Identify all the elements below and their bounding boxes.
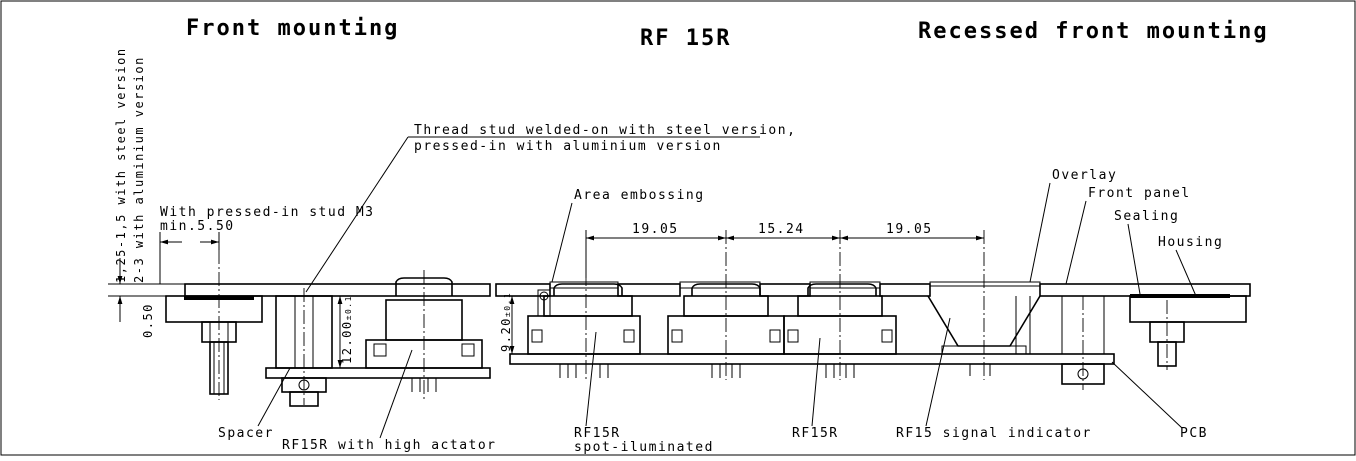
right-dimensions: 19.05 15.24 19.05 9.20±0.1 [499, 222, 984, 354]
callout-overlay: Overlay [1052, 168, 1117, 183]
callout-area-embossing: Area embossing [574, 188, 705, 203]
svg-text:9.20±0.1: 9.20±0.1 [499, 292, 513, 352]
overlay-window [929, 281, 1041, 287]
recessed-mounting-assembly [495, 230, 1251, 390]
dim-height-left: 12.00 [340, 320, 354, 364]
callout-signal-indicator: RF15 signal indicator [896, 426, 1092, 441]
dim-stud-min: min.5.50 [160, 219, 235, 234]
callout-spacer: Spacer [218, 426, 274, 441]
callout-rf15r-spot-line2: spot-iluminated [574, 440, 714, 455]
callout-rf15r-spot-line1: RF15R [574, 426, 621, 441]
note-aluminium-version: 2-3 with aluminium version [132, 56, 146, 283]
callout-pcb: PCB [1180, 426, 1208, 441]
note-steel-version: 1,25-1,5 with steel version [114, 47, 128, 283]
callout-pressed-stud: With pressed-in stud M3 [160, 205, 375, 220]
pcb-right [509, 353, 1115, 365]
sealing-right [1130, 294, 1230, 298]
dim-pitch-2: 15.24 [758, 222, 805, 237]
front-panel-left [184, 283, 491, 297]
dim-height-right: 9.20 [499, 317, 513, 352]
top-callouts: Area embossing Overlay Front panel Seali… [551, 168, 1223, 297]
bottom-callouts: Spacer RF15R with high actator RF15R spo… [218, 317, 1208, 455]
title-front-mounting: Front mounting [186, 16, 399, 41]
title-rf15r: RF 15R [640, 26, 731, 51]
callout-rf15r-high: RF15R with high actator [282, 438, 497, 453]
dim-pitch-1: 19.05 [632, 222, 679, 237]
dim-height-left-tol: ±0.1 [344, 295, 353, 320]
rf15r-spot-body [543, 295, 633, 317]
dim-thickness: 0.50 [141, 303, 155, 338]
callout-thread-stud-line2: pressed-in with aluminium version [414, 139, 722, 154]
thread-stud-callout: Thread stud welded-on with steel version… [305, 123, 796, 293]
callout-housing: Housing [1158, 235, 1223, 250]
callout-rf15r: RF15R [792, 426, 839, 441]
front-mounting-assembly [165, 250, 491, 407]
callout-sealing: Sealing [1114, 209, 1179, 224]
pcb-left [265, 367, 491, 379]
title-recessed-front-mounting: Recessed front mounting [918, 19, 1269, 44]
dim-pitch-3: 19.05 [886, 222, 933, 237]
embossing-1 [549, 281, 619, 289]
dim-height-right-tol: ±0.1 [503, 292, 512, 317]
left-dimensions: 0.50 With pressed-in stud M3 min.5.50 12… [108, 205, 375, 368]
callout-front-panel: Front panel [1088, 186, 1191, 201]
rf15r-spot-base [527, 315, 641, 355]
svg-text:12.00±0.1: 12.00±0.1 [340, 295, 354, 364]
housing-right [1129, 295, 1247, 323]
callout-thread-stud-line1: Thread stud welded-on with steel version… [414, 123, 796, 138]
